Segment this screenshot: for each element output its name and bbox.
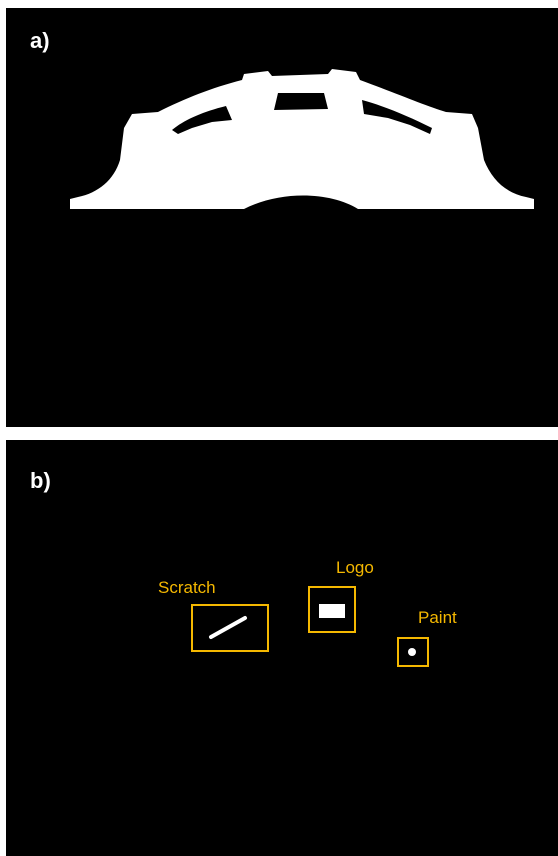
scratch-box <box>191 604 269 652</box>
logo-label: Logo <box>336 558 374 577</box>
paint-box <box>397 637 429 667</box>
scratch-mark <box>209 616 247 639</box>
paint-mark <box>408 648 416 656</box>
logo-box <box>308 586 356 633</box>
panel-b: b) Scratch Logo Paint <box>6 440 558 856</box>
part-silhouette <box>70 69 534 209</box>
scratch-label: Scratch <box>158 578 216 597</box>
logo-mark <box>319 604 345 618</box>
defect-shapes <box>209 604 416 656</box>
panel-b-label: b) <box>30 468 51 493</box>
panel-a: a) <box>6 8 558 427</box>
panel-a-label: a) <box>30 28 50 53</box>
paint-label: Paint <box>418 608 457 627</box>
